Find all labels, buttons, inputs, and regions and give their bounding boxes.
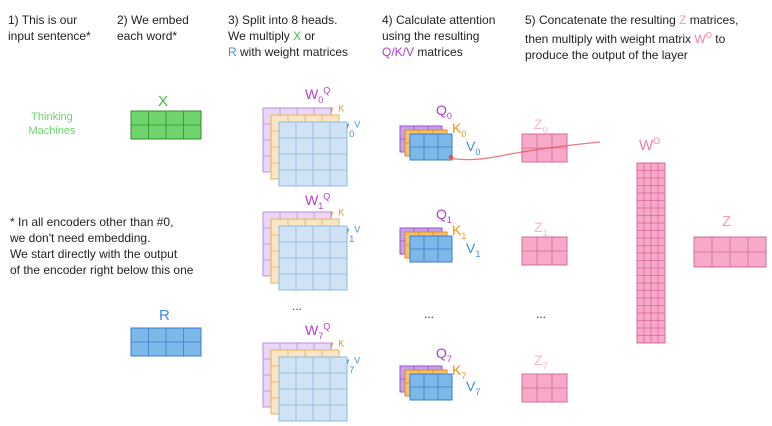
r-inline: R (228, 45, 237, 59)
z-inline: Z (679, 13, 687, 27)
head-0-v-matrix (409, 133, 453, 161)
head-1-k-label: K1 (452, 222, 467, 241)
head-0-k-label: K0 (452, 120, 467, 139)
qkv-inline: Q/K/V (382, 45, 415, 59)
head-0-v-label: V0 (466, 138, 481, 157)
head-7-v-label: V7 (466, 378, 481, 397)
embedding-x-matrix (130, 110, 202, 140)
ellipsis-weights: ... (292, 299, 303, 313)
head-1-q-label: Q1 (436, 206, 452, 225)
step-5-header: 5) Concatenate the resulting Z matrices,… (525, 13, 739, 62)
head-1-z-label: Z1 (534, 219, 548, 238)
head-7-wq-label: W7Q (305, 321, 331, 341)
head-7-q-label: Q7 (436, 345, 452, 364)
output-z-matrix (693, 236, 767, 268)
ellipsis-qkv: ... (424, 307, 435, 321)
head-0-wq-label: W0Q (305, 85, 331, 105)
head-7-z-label: Z7 (534, 352, 548, 371)
head-0-wv-matrix (278, 121, 348, 187)
wo-label: WO (639, 136, 661, 154)
embedding-label-x: X (158, 93, 169, 110)
head-1-z-matrix (521, 236, 568, 266)
ellipsis-z: ... (536, 307, 547, 321)
encoder-note: * In all encoders other than #0,we don't… (10, 215, 194, 277)
output-z-label: Z (722, 213, 732, 230)
head-1-v-matrix (409, 235, 453, 263)
input-label-r: R (159, 307, 170, 324)
annotation-arrow-dot (448, 154, 454, 160)
head-7-wv-matrix (278, 356, 348, 422)
head-7-v-matrix (409, 373, 453, 401)
x-inline: X (293, 29, 302, 43)
wo-matrix (636, 162, 666, 344)
head-0-z-label: Z0 (534, 116, 548, 135)
head-0-q-label: Q0 (436, 102, 452, 121)
head-1-wq-label: W1Q (305, 191, 331, 211)
wo-inline: WO (694, 31, 712, 46)
input-r-matrix (130, 327, 202, 357)
head-7-k-label: K7 (452, 362, 467, 381)
head-1-v-label: V1 (466, 240, 481, 259)
head-7-z-matrix (521, 373, 568, 403)
head-1-wv-matrix (278, 225, 348, 291)
annotation-arrow (449, 141, 601, 161)
